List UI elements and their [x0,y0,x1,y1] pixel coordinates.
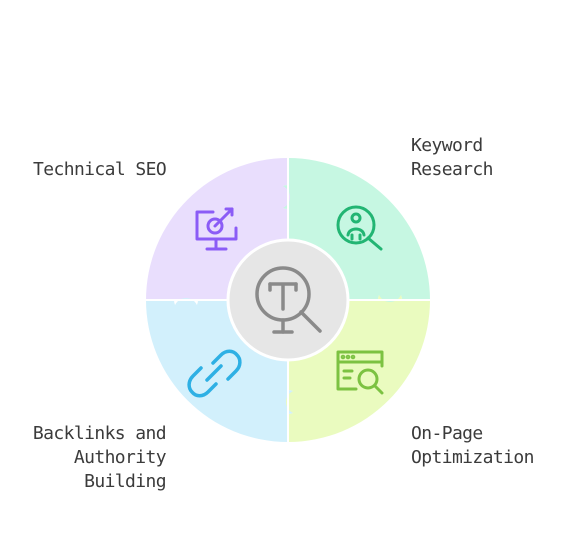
magnifier-t-icon [255,266,322,334]
onpage-knob [286,390,310,414]
keyword-research-label: Keyword Research [411,135,494,180]
technical-seo-label: Technical SEO [33,159,167,180]
on-page-optimization-label: On-Page Optimization [411,423,534,468]
keyword-knob [378,278,402,302]
search-person-icon [336,205,383,251]
technical-knob [266,185,290,209]
monitor-target-icon [195,207,238,251]
link-icon [187,349,242,398]
browser-search-icon [336,350,384,395]
backlinks-authority-label: Backlinks and Authority Building [32,423,167,492]
backlinks-knob [174,298,198,322]
center-hub [226,238,350,362]
